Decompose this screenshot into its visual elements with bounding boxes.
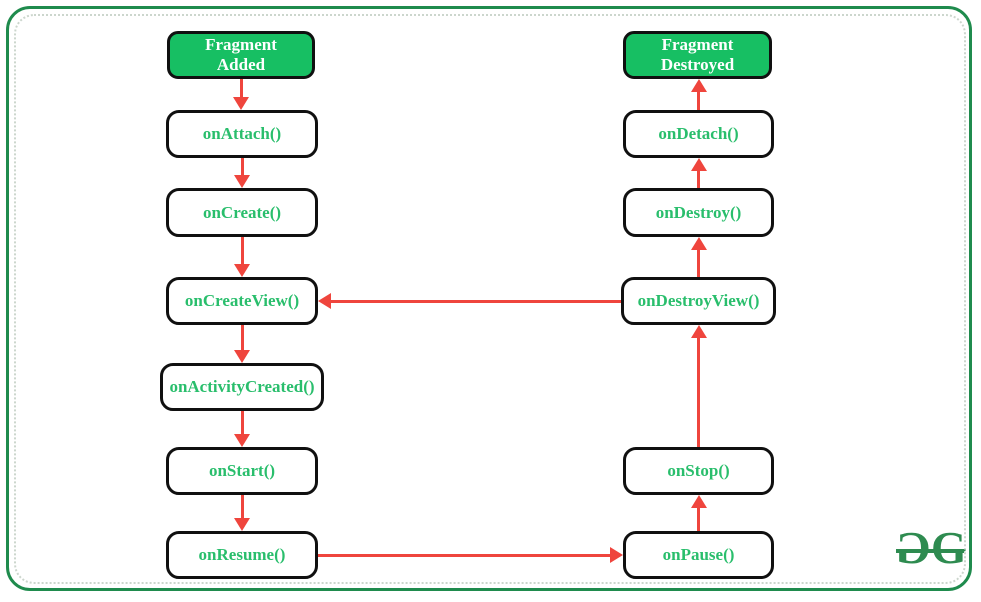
- flow-arrow-shaft: [239, 79, 243, 98]
- flow-arrow-head: [234, 434, 250, 447]
- outer-frame: [6, 6, 972, 591]
- flow-arrow-shaft: [697, 170, 700, 188]
- flow-arrow-shaft: [697, 507, 700, 531]
- node-oncreateview: onCreateView(): [166, 277, 318, 325]
- node-onpause: onPause(): [623, 531, 774, 579]
- flow-arrow-shaft: [330, 299, 621, 303]
- node-ondetach: onDetach(): [623, 110, 774, 158]
- flow-arrow-shaft: [240, 325, 244, 351]
- flow-arrow-shaft: [240, 495, 244, 519]
- node-ondestroy: onDestroy(): [623, 188, 774, 237]
- logo-crossbar: [896, 549, 964, 553]
- flow-arrow-shaft: [240, 411, 244, 435]
- flow-arrow-head: [610, 547, 623, 563]
- flow-arrow-head: [690, 79, 707, 92]
- flow-arrow-head: [233, 97, 249, 110]
- inner-frame-shadow: [14, 14, 966, 584]
- node-onstop: onStop(): [623, 447, 774, 495]
- logo-letter-g: G: [931, 522, 967, 573]
- node-onstart: onStart(): [166, 447, 318, 495]
- node-onresume: onResume(): [166, 531, 318, 579]
- flow-arrow-shaft: [240, 237, 244, 265]
- geeksforgeeks-logo: GG: [895, 522, 967, 574]
- flow-arrow-head: [690, 158, 707, 171]
- node-onattach: onAttach(): [166, 110, 318, 158]
- logo-letter-g-mirrored: G: [899, 522, 931, 573]
- flow-arrow-shaft: [697, 337, 700, 447]
- node-ondestroyview: onDestroyView(): [621, 277, 776, 325]
- flow-arrow-head: [234, 264, 250, 277]
- node-fragment-destroyed: Fragment Destroyed: [623, 31, 772, 79]
- flow-arrow-head: [234, 175, 250, 188]
- node-fragment-added: Fragment Added: [167, 31, 315, 79]
- flow-arrow-shaft: [697, 91, 700, 110]
- node-oncreate: onCreate(): [166, 188, 318, 237]
- flow-arrow-head: [318, 293, 331, 309]
- flow-arrow-head: [690, 495, 707, 508]
- flow-arrow-head: [690, 237, 707, 250]
- flow-arrow-shaft: [240, 158, 244, 176]
- flow-arrow-head: [234, 350, 250, 363]
- flow-arrow-head: [690, 325, 707, 338]
- flow-arrow-head: [234, 518, 250, 531]
- flow-arrow-shaft: [318, 553, 611, 557]
- flow-arrow-shaft: [697, 249, 700, 277]
- node-onactivitycreated: onActivityCreated(): [160, 363, 324, 411]
